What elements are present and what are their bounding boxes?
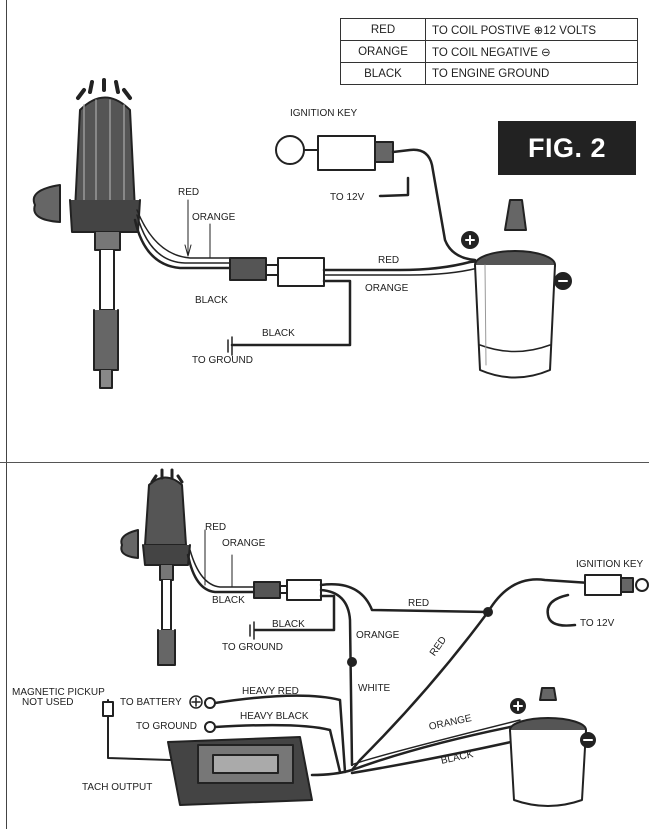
left-frame-line [6, 0, 7, 829]
label-orange-wire: ORANGE [192, 212, 236, 223]
wire-red-bottom [319, 583, 490, 614]
ignition-coil-icon [461, 199, 572, 379]
wire-heavy-red [213, 694, 347, 774]
ignition-box-icon [167, 736, 313, 806]
label-to-12v: TO 12V [580, 618, 615, 629]
label-black-wire: BLACK [212, 595, 245, 606]
distributor-icon [32, 78, 141, 389]
label-to-ground-box: TO GROUND [136, 721, 197, 732]
legend-color: ORANGE [340, 40, 426, 63]
wire-red-top [136, 209, 233, 259]
ignition-coil-icon-bottom [509, 687, 596, 807]
wire-heavy-black [213, 723, 342, 774]
label-orange-wire: ORANGE [222, 538, 266, 549]
label-red-wire: RED [205, 522, 227, 533]
wire-color-legend: RED TO COIL POSTIVE ⊕12 VOLTS ORANGE TO … [340, 18, 638, 85]
label-red-to-coil: RED [378, 255, 400, 266]
distributor-icon-bottom [120, 468, 191, 666]
legend-row: RED TO COIL POSTIVE ⊕12 VOLTS [340, 18, 638, 41]
label-ignition-key: IGNITION KEY [576, 559, 644, 570]
label-to-ground: TO GROUND [192, 355, 253, 366]
label-white-wire: WHITE [358, 683, 391, 694]
label-heavy-black: HEAVY BLACK [240, 711, 309, 722]
wire-ignition-to-coil [391, 148, 477, 262]
wire-orange-top [136, 214, 233, 264]
label-to-ground: TO GROUND [222, 642, 283, 653]
label-to-12v: TO 12V [330, 192, 365, 203]
figure-label: FIG. 2 [498, 121, 636, 175]
wire-black-top [133, 218, 234, 270]
label-red-to-key: RED [408, 598, 430, 609]
label-tach-output: TACH OUTPUT [82, 782, 153, 793]
label-to-battery: TO BATTERY [120, 697, 182, 708]
label-magnetic-pickup: MAGNETIC PICKUP [12, 687, 105, 698]
legend-color: RED [340, 18, 426, 41]
label-ignition-key: IGNITION KEY [290, 108, 358, 119]
wire-black-ground-top [230, 279, 352, 347]
ignition-key-icon [275, 135, 394, 171]
label-black-wire: BLACK [195, 295, 228, 306]
label-heavy-red: HEAVY RED [242, 686, 299, 697]
legend-row: ORANGE TO COIL NEGATIVE ⊖ [340, 40, 638, 63]
label-orange-wire-mid: ORANGE [356, 630, 400, 641]
section-divider [0, 462, 649, 463]
label-black-ground: BLACK [262, 328, 295, 339]
ignition-key-icon-bottom [584, 574, 649, 596]
label-red-wire: RED [178, 187, 200, 198]
legend-description: TO ENGINE GROUND [425, 62, 638, 85]
label-not-used: NOT USED [22, 697, 74, 708]
label-black-ground: BLACK [272, 619, 305, 630]
legend-row: BLACK TO ENGINE GROUND [340, 62, 638, 85]
label-orange-to-coil: ORANGE [365, 283, 409, 294]
legend-color: BLACK [340, 62, 426, 85]
wire-orange-bottom [319, 588, 354, 767]
